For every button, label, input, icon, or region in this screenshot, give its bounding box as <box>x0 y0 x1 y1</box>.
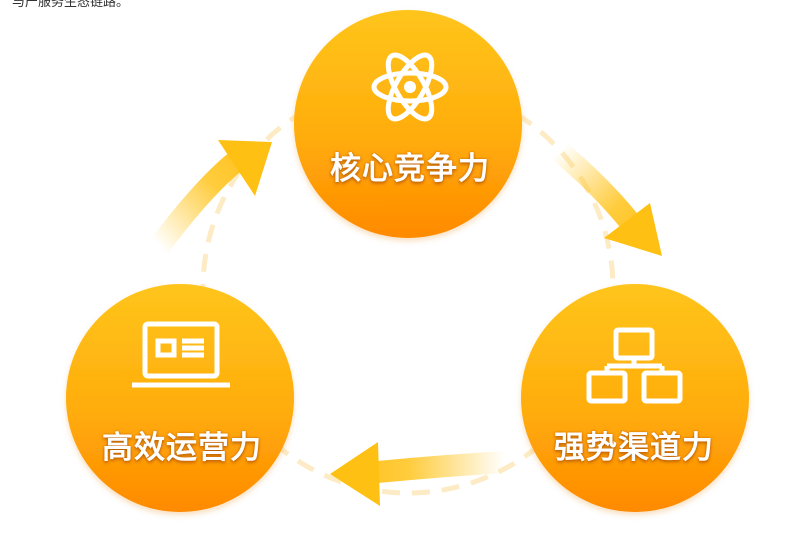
node-core-label: 核心竞争力 <box>330 151 490 187</box>
node-operation-circle <box>66 284 294 512</box>
node-channel-circle <box>521 284 749 512</box>
network-icon <box>586 327 683 404</box>
arrow-to-channel <box>550 141 662 256</box>
arrow-to-core <box>149 140 272 255</box>
node-core-circle <box>294 10 522 238</box>
monitor-icon <box>132 321 230 388</box>
arrow-to-operation <box>330 442 506 506</box>
node-operation-label: 高效运营力 <box>102 430 262 466</box>
atom-icon <box>371 52 449 122</box>
header-text: 与产服务生态链路。 <box>12 0 130 10</box>
node-channel-label: 强势渠道力 <box>554 430 714 466</box>
